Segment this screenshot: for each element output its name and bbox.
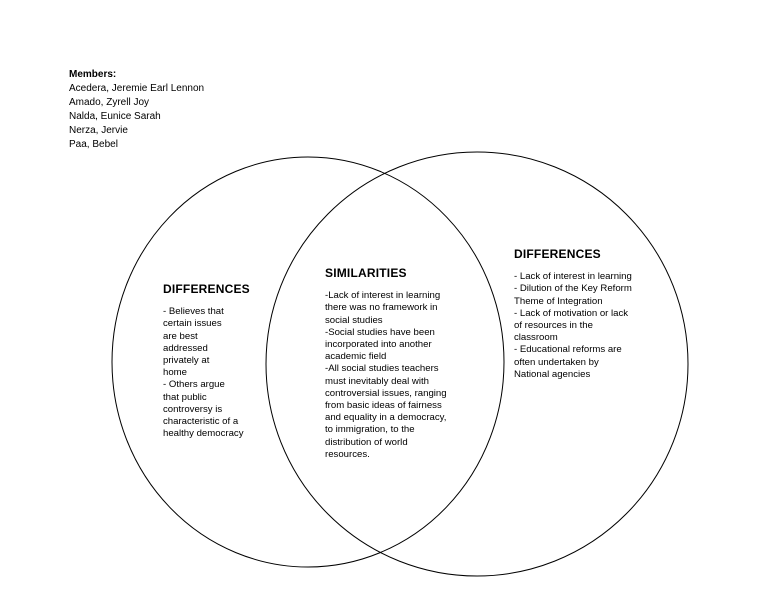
right-line: - Educational reforms are: [514, 344, 622, 356]
member-name: Nalda, Eunice Sarah: [69, 111, 161, 122]
similarities-title: SIMILARITIES: [325, 266, 407, 280]
right-line: National agencies: [514, 368, 591, 380]
left-line: are best: [163, 330, 198, 342]
left-circle: [111, 156, 505, 568]
center-line: to immigration, to the: [325, 424, 415, 436]
left-line: healthy democracy: [163, 428, 244, 440]
center-similarities: SIMILARITIES -Lack of interest in learni…: [325, 267, 447, 461]
left-line: controversy is: [163, 403, 223, 415]
center-line: academic field: [325, 351, 387, 363]
center-line: incorporated into another: [325, 339, 432, 351]
right-line: - Lack of motivation or lack: [514, 307, 629, 319]
right-line: Theme of Integration: [514, 295, 603, 307]
left-line: - Others argue: [163, 379, 225, 391]
left-differences-title: DIFFERENCES: [163, 282, 250, 296]
center-line: and equality in a democracy,: [325, 412, 447, 424]
right-line: - Lack of interest in learning: [514, 271, 632, 283]
right-line: of resources in the: [514, 320, 593, 332]
center-line: from basic ideas of fairness: [325, 400, 442, 412]
left-line: home: [163, 367, 187, 379]
right-differences: DIFFERENCES - Lack of interest in learni…: [514, 248, 632, 381]
center-line: must inevitably deal with: [325, 375, 429, 387]
member-name: Acedera, Jeremie Earl Lennon: [69, 83, 205, 94]
right-line: classroom: [514, 332, 558, 344]
left-line: privately at: [163, 355, 210, 367]
member-name: Amado, Zyrell Joy: [69, 97, 150, 108]
center-line: -Social studies have been: [325, 326, 435, 338]
members-heading: Members:: [69, 69, 117, 80]
member-name: Nerza, Jervie: [69, 125, 128, 136]
left-line: - Believes that: [163, 306, 224, 318]
left-line: that public: [163, 391, 207, 403]
right-circle: [265, 151, 689, 577]
center-line: -All social studies teachers: [325, 363, 439, 375]
center-line: there was no framework in: [325, 302, 438, 314]
center-line: social studies: [325, 314, 383, 326]
center-line: -Lack of interest in learning: [325, 290, 441, 302]
left-line: certain issues: [163, 318, 222, 330]
center-line: controversial issues, ranging: [325, 387, 447, 399]
left-differences: DIFFERENCES - Believes that certain issu…: [163, 283, 250, 440]
member-name: Paa, Bebel: [69, 139, 118, 150]
right-line: often undertaken by: [514, 356, 599, 368]
right-line: - Dilution of the Key Reform: [514, 283, 632, 295]
left-line: characteristic of a: [163, 416, 239, 428]
left-line: addressed: [163, 342, 208, 354]
members-list: Members: Acedera, Jeremie Earl Lennon Am…: [69, 68, 204, 152]
center-line: distribution of world: [325, 436, 408, 448]
right-differences-title: DIFFERENCES: [514, 247, 601, 261]
center-line: resources.: [325, 448, 370, 460]
